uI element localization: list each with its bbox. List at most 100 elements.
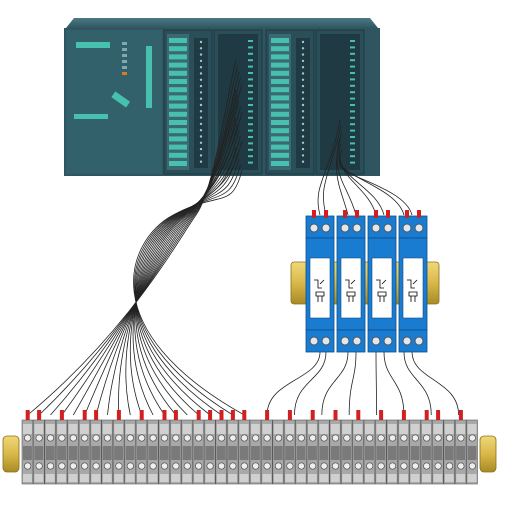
isolator-screw <box>340 336 350 346</box>
terminal-wire-ferrule <box>139 410 144 420</box>
terminal-bottom-cap <box>422 474 431 482</box>
io-pin <box>199 84 203 88</box>
isolator-screw <box>383 336 393 346</box>
terminal-screw <box>35 462 43 470</box>
io-pin <box>248 116 253 119</box>
terminal-block <box>112 419 125 485</box>
terminal-screw <box>195 462 203 470</box>
io-pin <box>350 46 355 49</box>
terminal-block <box>318 419 330 485</box>
io-pin <box>248 129 253 132</box>
io-pin <box>350 148 355 151</box>
terminal-din-rail <box>2 435 497 473</box>
terminal-block <box>295 419 307 485</box>
terminal-screw <box>445 462 453 470</box>
terminal-middle <box>467 446 477 460</box>
terminal-screw <box>274 434 282 442</box>
io-pin <box>301 116 305 119</box>
terminal-wire-ferrule <box>116 410 121 420</box>
terminal-top-cap <box>148 424 158 434</box>
terminal-top-cap <box>194 424 203 434</box>
cpu-label-strip <box>76 42 110 48</box>
terminal-screw <box>81 434 89 442</box>
io-pin <box>301 110 305 113</box>
terminal-middle <box>159 446 169 460</box>
io-connector <box>194 38 208 168</box>
terminal-top-cap <box>262 424 272 434</box>
terminal-screw <box>35 434 43 442</box>
terminal-screw <box>457 434 465 442</box>
io-channel-label <box>271 161 289 166</box>
io-pin <box>248 142 253 145</box>
io-pin <box>350 91 355 94</box>
wire-bundle <box>27 59 460 416</box>
terminal-screw <box>46 462 54 470</box>
terminal-screw <box>297 462 305 470</box>
terminal-middle <box>433 446 443 460</box>
isolator-terminal-wire <box>294 351 327 416</box>
terminal-block <box>55 419 68 485</box>
terminal-bottom-cap <box>251 474 260 482</box>
io-label-panel <box>269 34 291 170</box>
terminal-screw <box>24 462 32 470</box>
io-pin <box>301 103 305 107</box>
terminal-screw <box>206 462 214 470</box>
terminal-screw <box>229 462 237 470</box>
cpu-module <box>66 30 162 174</box>
terminal-top-cap <box>376 424 386 434</box>
terminal-top-cap <box>34 424 44 434</box>
io-pin <box>350 142 355 145</box>
terminal-screw <box>115 462 123 470</box>
io-pin <box>199 141 203 144</box>
terminal-screw <box>46 434 54 442</box>
signal-isolators <box>305 210 428 353</box>
terminal-middle <box>342 446 352 460</box>
terminal-wire-ferrule <box>287 410 292 420</box>
plc-isolator-wire <box>339 161 413 216</box>
terminal-middle <box>125 446 135 460</box>
terminal-middle <box>319 446 329 460</box>
isolator-wire-ferrule <box>405 210 409 218</box>
io-pin <box>199 78 203 82</box>
plc-wire <box>50 71 240 416</box>
terminal-block <box>249 419 262 485</box>
terminal-wire-ferrule <box>37 410 42 420</box>
terminal-middle <box>251 446 260 460</box>
terminal-wire-ferrule <box>401 410 406 420</box>
terminal-block <box>466 419 478 485</box>
terminal-block <box>78 419 91 485</box>
terminal-middle <box>34 446 44 460</box>
terminal-middle <box>205 446 215 460</box>
plc-wire <box>61 77 241 416</box>
isolator-screw <box>309 223 319 233</box>
terminal-top-cap <box>137 424 146 434</box>
io-pin <box>248 72 253 74</box>
terminal-screw <box>183 434 191 442</box>
terminal-screw <box>161 462 169 470</box>
io-pin <box>350 161 355 164</box>
terminal-screw <box>309 462 317 470</box>
terminal-top-cap <box>296 424 306 434</box>
isolator-screw <box>402 336 412 346</box>
io-pin <box>350 104 355 106</box>
io-channel-label <box>169 103 187 109</box>
terminal-block <box>432 419 444 485</box>
terminal-bottom-cap <box>80 474 89 482</box>
terminal-screw <box>388 434 396 442</box>
io-pin <box>248 161 253 164</box>
isolator-4 <box>398 210 428 353</box>
terminal-middle <box>330 446 340 460</box>
io-pin <box>199 91 203 94</box>
terminal-top-cap <box>285 424 295 434</box>
plc-wire <box>84 88 237 416</box>
terminal-strip <box>21 410 478 485</box>
io-channel-label <box>271 128 289 134</box>
io-pin <box>350 59 355 62</box>
io-pin <box>248 84 253 87</box>
plc-rack <box>64 18 380 176</box>
terminal-wire-ferrule <box>94 410 99 420</box>
terminal-top-cap <box>159 424 169 434</box>
terminal-bottom-cap <box>308 474 317 482</box>
terminal-screw <box>331 434 339 442</box>
io-pin <box>248 52 253 55</box>
